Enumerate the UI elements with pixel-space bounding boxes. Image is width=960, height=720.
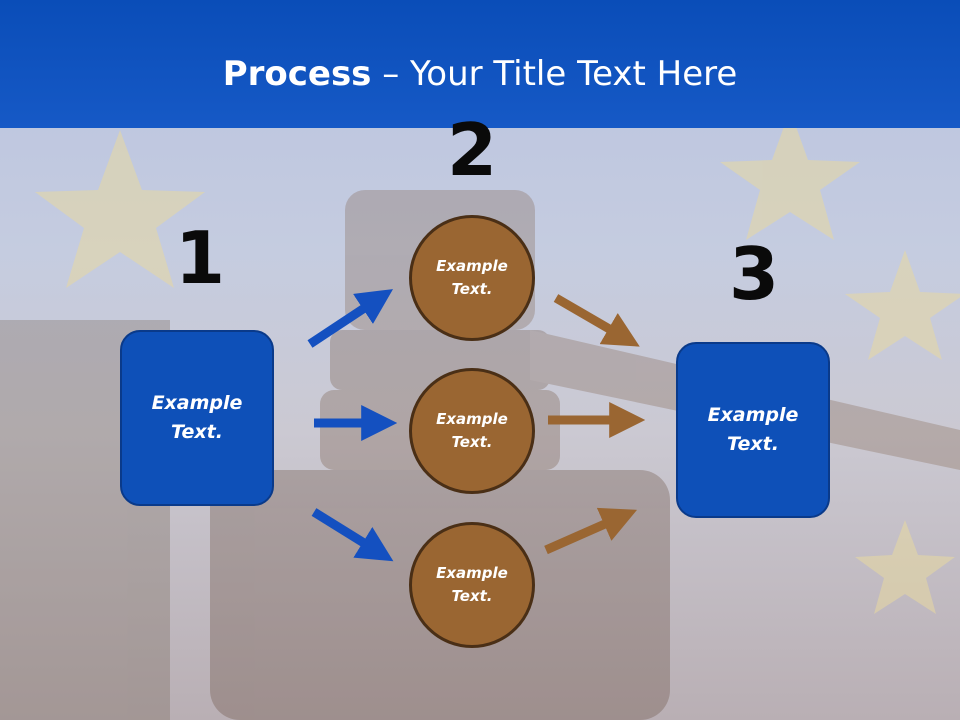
arrow-blue-down xyxy=(311,508,394,562)
step-number-3: 3 xyxy=(728,232,780,316)
circle-bottom-text: Example Text. xyxy=(436,564,508,605)
right-process-box: Example Text. xyxy=(676,342,830,518)
arrow-brown-up xyxy=(544,507,638,555)
circle-middle: Example Text. xyxy=(409,368,535,494)
circle-top-text: Example Text. xyxy=(436,257,508,298)
left-box-text: Example Text. xyxy=(151,392,243,443)
title-bold: Process xyxy=(222,54,372,94)
arrow-blue-up xyxy=(307,289,394,348)
title-bar xyxy=(0,0,960,128)
circle-middle-text: Example Text. xyxy=(436,410,508,451)
slide-title: Process – Your Title Text Here xyxy=(0,52,960,96)
right-box-text: Example Text. xyxy=(707,404,799,455)
circle-top: Example Text. xyxy=(409,215,535,341)
left-process-box: Example Text. xyxy=(120,330,274,506)
arrow-brown-down xyxy=(553,294,640,347)
title-rest: – Your Title Text Here xyxy=(371,54,738,94)
step-number-2: 2 xyxy=(446,108,498,192)
circle-bottom: Example Text. xyxy=(409,522,535,648)
step-number-1: 1 xyxy=(174,216,226,300)
